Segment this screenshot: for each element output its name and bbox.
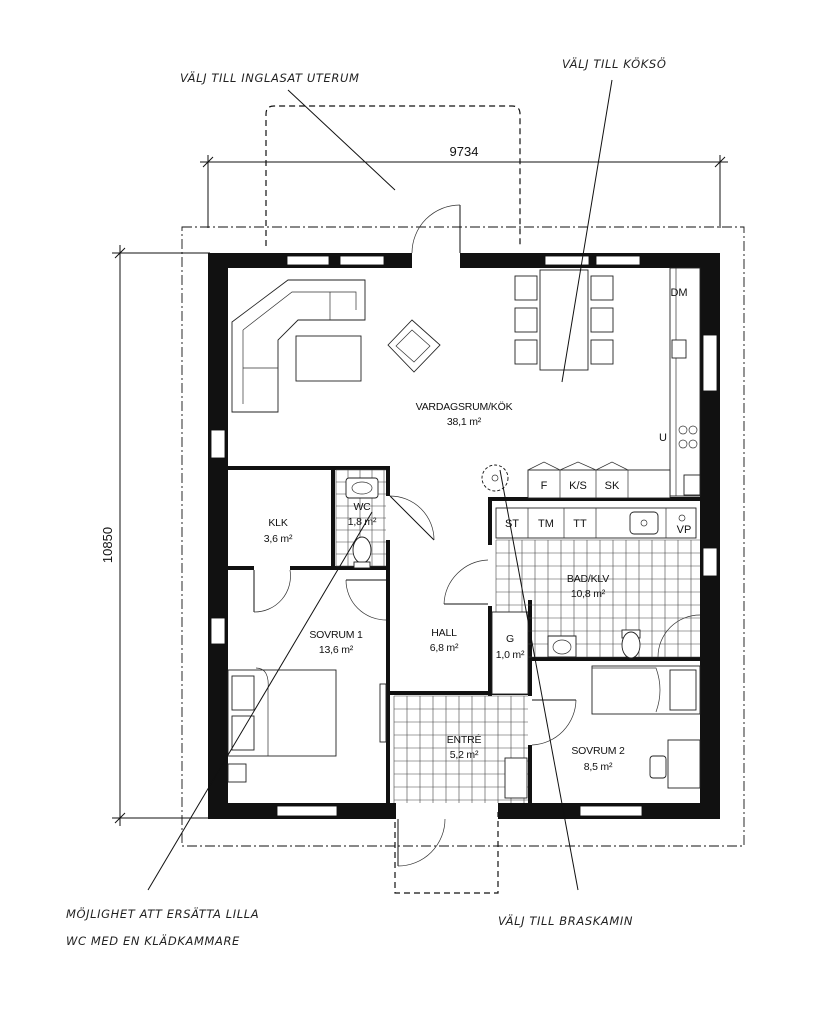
double-bed xyxy=(227,667,337,783)
room-label-klk: KLK xyxy=(268,517,287,529)
room-area-entre: 5,2 m² xyxy=(450,749,479,761)
leader-lines xyxy=(147,79,613,891)
dimension-height-label: 10850 xyxy=(100,527,115,563)
room-labels: VARDAGSRUM/KÖK 38,1 m² KLK 3,6 m² WC 1,8… xyxy=(264,401,625,773)
fixture-label-st: ST xyxy=(505,518,519,530)
fixture-labels: F K/S SK ST TM TT VP DM U xyxy=(505,287,691,536)
note-braskamin: VÄLJ TILL BRASKAMIN xyxy=(498,913,633,928)
lot-outline xyxy=(181,226,745,847)
dimension-height: 10850 xyxy=(100,245,210,826)
dimension-width: 9734 xyxy=(200,144,728,228)
room-label-bad: BAD/KLV xyxy=(567,573,609,585)
kitchen-row xyxy=(527,461,671,499)
fixture-label-sk: SK xyxy=(605,480,620,492)
room-label-sovrum2: SOVRUM 2 xyxy=(571,745,625,757)
coffee-table xyxy=(295,335,362,382)
dimension-width-label: 9734 xyxy=(450,144,479,159)
room-area-bad: 10,8 m² xyxy=(571,588,606,600)
room-area-sovrum1: 13,6 m² xyxy=(319,644,354,656)
windows xyxy=(210,255,718,817)
room-area-vardagsrum: 38,1 m² xyxy=(447,416,482,428)
bath-fixtures xyxy=(547,629,641,659)
fixture-label-tm: TM xyxy=(538,518,554,530)
fixture-label-u: U xyxy=(659,432,667,444)
room-area-wc: 1,8 m² xyxy=(348,516,377,528)
laundry-row xyxy=(495,507,697,539)
fixture-label-vp: VP xyxy=(677,524,692,536)
room-label-g: G xyxy=(506,633,514,645)
doors xyxy=(253,204,701,867)
fixture-label-ks: K/S xyxy=(569,480,587,492)
room-label-vardagsrum: VARDAGSRUM/KÖK xyxy=(416,401,513,413)
room-label-hall: HALL xyxy=(431,627,457,639)
desk xyxy=(667,739,701,789)
entre-tiles xyxy=(393,695,528,803)
entre-bench xyxy=(504,757,528,799)
note-kokso: VÄLJ TILL KÖKSÖ xyxy=(562,55,666,71)
single-bed xyxy=(591,665,701,715)
room-area-sovrum2: 8,5 m² xyxy=(584,761,613,773)
room-label-entre: ENTRÉ xyxy=(447,733,482,746)
armchair xyxy=(387,319,441,373)
uterum-outline xyxy=(265,105,521,246)
note-wc-line2: WC MED EN KLÄDKAMMARE xyxy=(66,933,240,948)
porch-outline xyxy=(394,812,499,894)
room-area-g: 1,0 m² xyxy=(496,649,525,661)
sovrum1-mirror xyxy=(379,683,387,743)
sofa xyxy=(231,279,366,413)
dining-table xyxy=(514,269,614,371)
room-label-sovrum1: SOVRUM 1 xyxy=(309,629,363,641)
note-uterum: VÄLJ TILL INGLASAT UTERUM xyxy=(180,70,360,85)
desk-chair xyxy=(649,755,667,779)
room-label-wc: WC xyxy=(353,501,371,513)
fixture-label-dm: DM xyxy=(670,287,687,299)
notes: VÄLJ TILL INGLASAT UTERUM VÄLJ TILL KÖKS… xyxy=(66,55,666,948)
room-area-hall: 6,8 m² xyxy=(430,642,459,654)
note-wc-line1: MÖJLIGHET ATT ERSÄTTA LILLA xyxy=(66,905,259,921)
fireplace-option xyxy=(481,464,509,492)
wc-fixtures xyxy=(345,477,379,569)
fixture-label-f: F xyxy=(541,480,548,492)
room-area-klk: 3,6 m² xyxy=(264,533,293,545)
wardrobe xyxy=(491,611,529,695)
kitchen-counter xyxy=(669,267,701,497)
fixture-label-tt: TT xyxy=(573,518,587,530)
interior-walls xyxy=(228,466,700,803)
